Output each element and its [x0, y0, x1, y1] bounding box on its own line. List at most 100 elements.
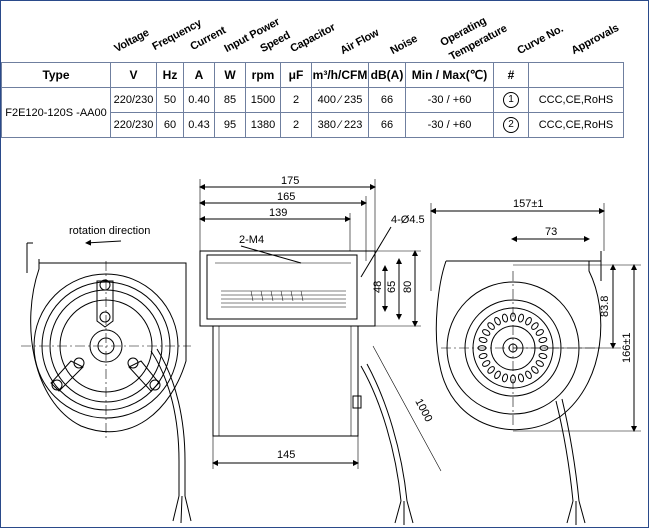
cable: [156, 348, 186, 496]
housing-body: [212, 325, 359, 437]
leader-2m4: [240, 245, 302, 264]
blade-slot: [535, 360, 544, 367]
impeller-blade-ticks: [250, 290, 304, 302]
impeller-blades: [221, 290, 346, 308]
cable: [150, 350, 180, 496]
header-capacitor: Capacitor: [288, 21, 338, 56]
unit-capacitor: μF: [280, 62, 312, 88]
unit-curve: #: [493, 62, 529, 88]
inlet-housing-outline: [435, 260, 602, 431]
mounting-arm-top: [96, 280, 114, 328]
current-cell: 0.40: [183, 87, 215, 113]
cable-clamp: [352, 395, 362, 409]
dim-145: 145: [277, 449, 295, 461]
dim-1000: 1000: [412, 397, 434, 424]
curve-number: 2: [503, 117, 519, 133]
mounting-arm-left: [50, 360, 84, 392]
scroll-housing-outline: [30, 259, 187, 433]
blade-slot: [517, 313, 525, 323]
header-voltage: Voltage: [112, 26, 152, 55]
blade-slot: [482, 360, 491, 367]
curve-number: 1: [503, 92, 519, 108]
dim-157: 157±1: [513, 198, 544, 210]
power-cell: 95: [214, 112, 246, 138]
voltage-cell: 220/230: [110, 87, 157, 113]
dim-73: 73: [545, 226, 557, 238]
leader-holes: [360, 226, 392, 278]
blade-slot: [494, 370, 501, 379]
header-curve-no: Curve No.: [515, 22, 566, 57]
temperature-cell: -30 / +60: [405, 87, 494, 113]
cable-leads: [172, 495, 192, 524]
current-cell: 0.43: [183, 112, 215, 138]
outlet-flange: [199, 250, 376, 327]
blade-slot: [538, 352, 548, 360]
unit-approvals: [528, 62, 624, 88]
screw-icon: [99, 311, 111, 323]
dim-65: 65: [386, 281, 398, 293]
screw-icon: [73, 357, 85, 369]
speed-cell: 1500: [245, 87, 281, 113]
blade-slot: [538, 336, 548, 344]
header-noise: Noise: [388, 32, 420, 57]
cable: [366, 363, 408, 502]
power-cell: 85: [214, 87, 246, 113]
rotation-arrow-icon: [85, 239, 122, 246]
table-row: F2E120-120S -AA00 220/230 50 0.40 85 150…: [1, 87, 624, 138]
screw-icon: [51, 379, 63, 391]
inlet-view: 157±1 73 83.8: [430, 198, 641, 525]
unit-speed: rpm: [245, 62, 281, 88]
blade-slot: [482, 329, 491, 336]
cable-leads: [566, 500, 586, 525]
blade-slot: [478, 336, 488, 344]
frequency-cell: 60: [156, 112, 184, 138]
temperature-cell: -30 / +60: [405, 112, 494, 138]
blade-slot: [487, 322, 495, 330]
dim-175: 175: [281, 175, 299, 187]
header-air-flow: Air Flow: [338, 26, 381, 57]
blade-slot: [478, 352, 488, 360]
blade-slot: [535, 329, 544, 336]
screw-icon: [127, 357, 139, 369]
dim-83-8: 83.8: [599, 296, 611, 317]
side-view: 175 165 139 2-M4 4-Ø4.5 48 65 80: [199, 175, 442, 525]
speed-cell: 1380: [245, 112, 281, 138]
cable: [360, 365, 402, 502]
unit-voltage: V: [110, 62, 157, 88]
approvals-cell: CCC,CE,RoHS: [528, 87, 624, 113]
dim-165: 165: [277, 191, 295, 203]
cable-leads: [394, 500, 414, 525]
header-approvals: Approvals: [569, 21, 621, 57]
blade-slot: [525, 317, 532, 326]
screw-icon: [149, 379, 161, 391]
blade-slot: [501, 373, 509, 383]
spec-table: Type V Hz A W rpm μF m³/h/CFM dB(A) Min …: [1, 62, 624, 138]
voltage-cell: 220/230: [110, 112, 157, 138]
table-row: 220/230 60 0.43 95 1380 2 380 ∕ 223 66 -…: [2, 112, 624, 138]
dim-139: 139: [269, 207, 287, 219]
unit-frequency: Hz: [156, 62, 184, 88]
front-view: rotation direction: [21, 225, 192, 524]
outlet-opening: [206, 254, 358, 320]
blade-slot: [531, 322, 539, 330]
unit-airflow-text: m³/h/CFM: [312, 68, 368, 82]
dim-line-1000: [372, 345, 442, 472]
label-2m4: 2-M4: [239, 234, 264, 246]
noise-cell: 66: [368, 87, 406, 113]
capacitor-cell: 2: [280, 87, 312, 113]
blade-slot: [517, 373, 525, 383]
frequency-cell: 50: [156, 87, 184, 113]
model-number: F2E120-120S -AA00: [1, 87, 111, 138]
technical-drawing: rotation direction: [21, 175, 641, 525]
curve-cell: 2: [493, 112, 529, 138]
blade-slot: [494, 317, 501, 326]
cable: [555, 400, 574, 502]
cable: [561, 398, 580, 502]
noise-cell: 66: [368, 112, 406, 138]
units-row: Type V Hz A W rpm μF m³/h/CFM dB(A) Min …: [1, 62, 624, 88]
unit-current: A: [183, 62, 215, 88]
blade-slot: [487, 366, 495, 374]
label-holes: 4-Ø4.5: [391, 214, 425, 226]
unit-airflow: m³/h/CFM: [311, 62, 369, 88]
capacitor-cell: 2: [280, 112, 312, 138]
